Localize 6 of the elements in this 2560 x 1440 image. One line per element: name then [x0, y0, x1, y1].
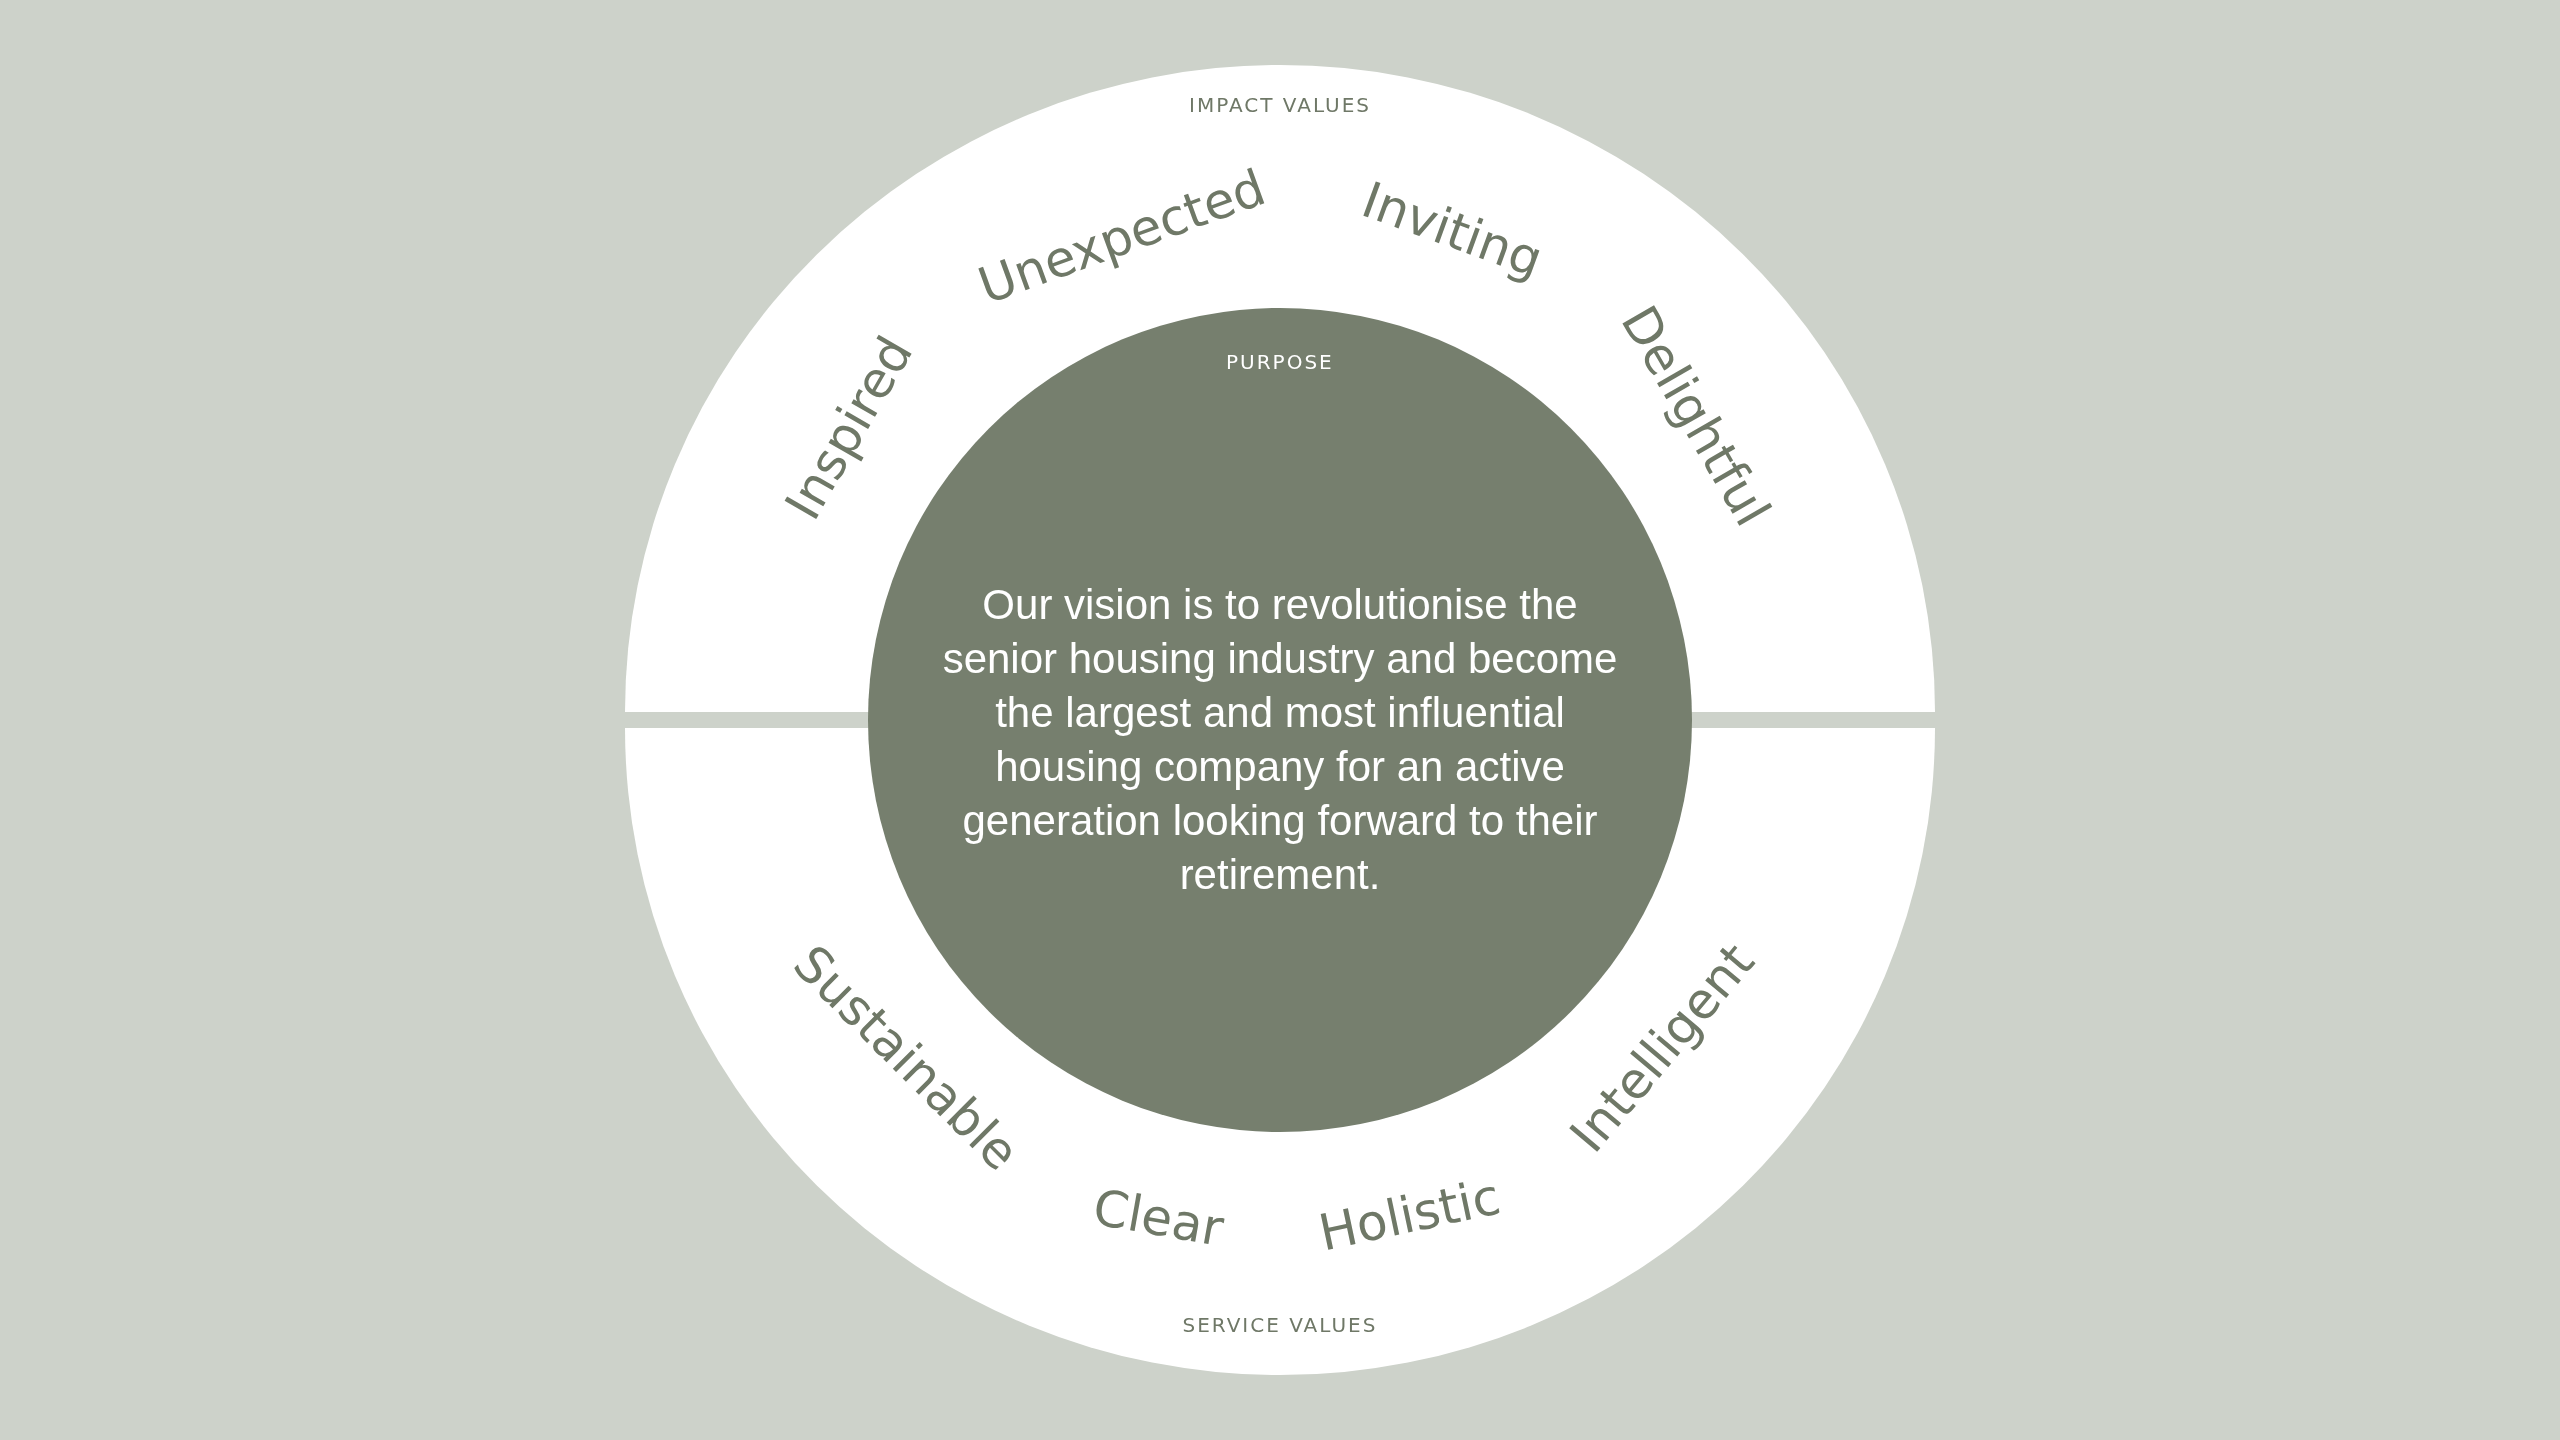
section-heading: PURPOSE: [1226, 350, 1334, 374]
section-heading: IMPACT VALUES: [1189, 93, 1371, 117]
vision-statement: Our vision is to revolutionise the senior housing industry and become the largest and most influential housing company for an active generation looking forward to their retirement.: [941, 580, 1619, 900]
value-word: Clear: [1088, 1178, 1228, 1258]
section-heading: SERVICE VALUES: [1182, 1313, 1378, 1337]
value-word: Holistic: [1313, 1167, 1505, 1263]
